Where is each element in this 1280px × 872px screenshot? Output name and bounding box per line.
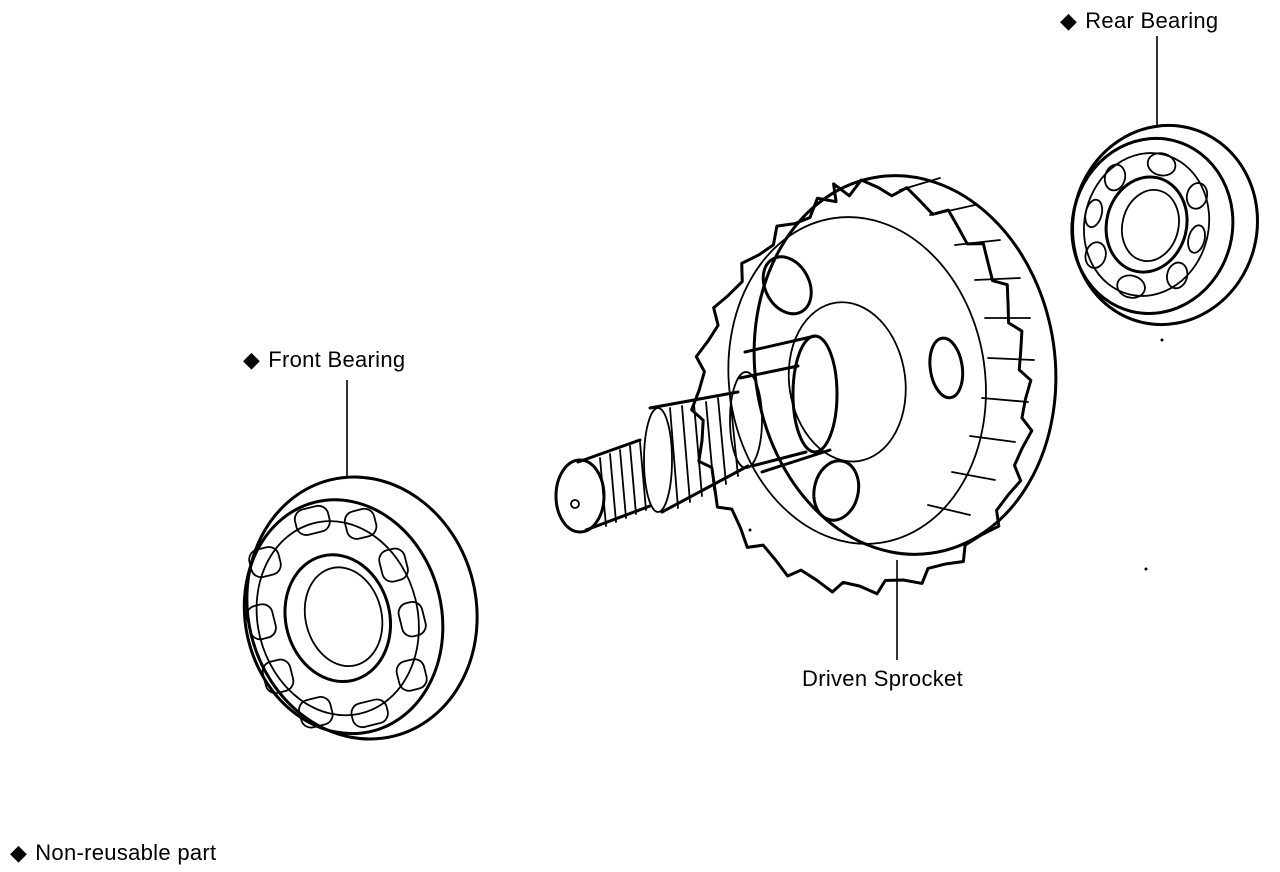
rear-bearing-label: ◆ Rear Bearing — [1060, 10, 1218, 32]
driven-sprocket-text: Driven Sprocket — [802, 666, 964, 691]
front-bearing-text: Front Bearing — [268, 347, 406, 372]
front-bearing — [242, 475, 479, 741]
speck — [1144, 567, 1148, 571]
rear-bearing-text: Rear Bearing — [1085, 8, 1219, 33]
speck — [748, 528, 752, 532]
non-reusable-diamond-icon: ◆ — [10, 840, 28, 865]
driven-sprocket-label: Driven Sprocket — [802, 668, 963, 690]
non-reusable-diamond-icon: ◆ — [1060, 8, 1078, 33]
legend: ◆ Non-reusable part — [10, 842, 216, 864]
speck — [1160, 338, 1164, 342]
driven-sprocket — [554, 174, 1058, 596]
rear-bearing — [1070, 123, 1259, 327]
non-reusable-diamond-icon: ◆ — [243, 347, 261, 372]
front-bearing-label: ◆ Front Bearing — [243, 349, 405, 371]
legend-text: Non-reusable part — [35, 840, 217, 865]
